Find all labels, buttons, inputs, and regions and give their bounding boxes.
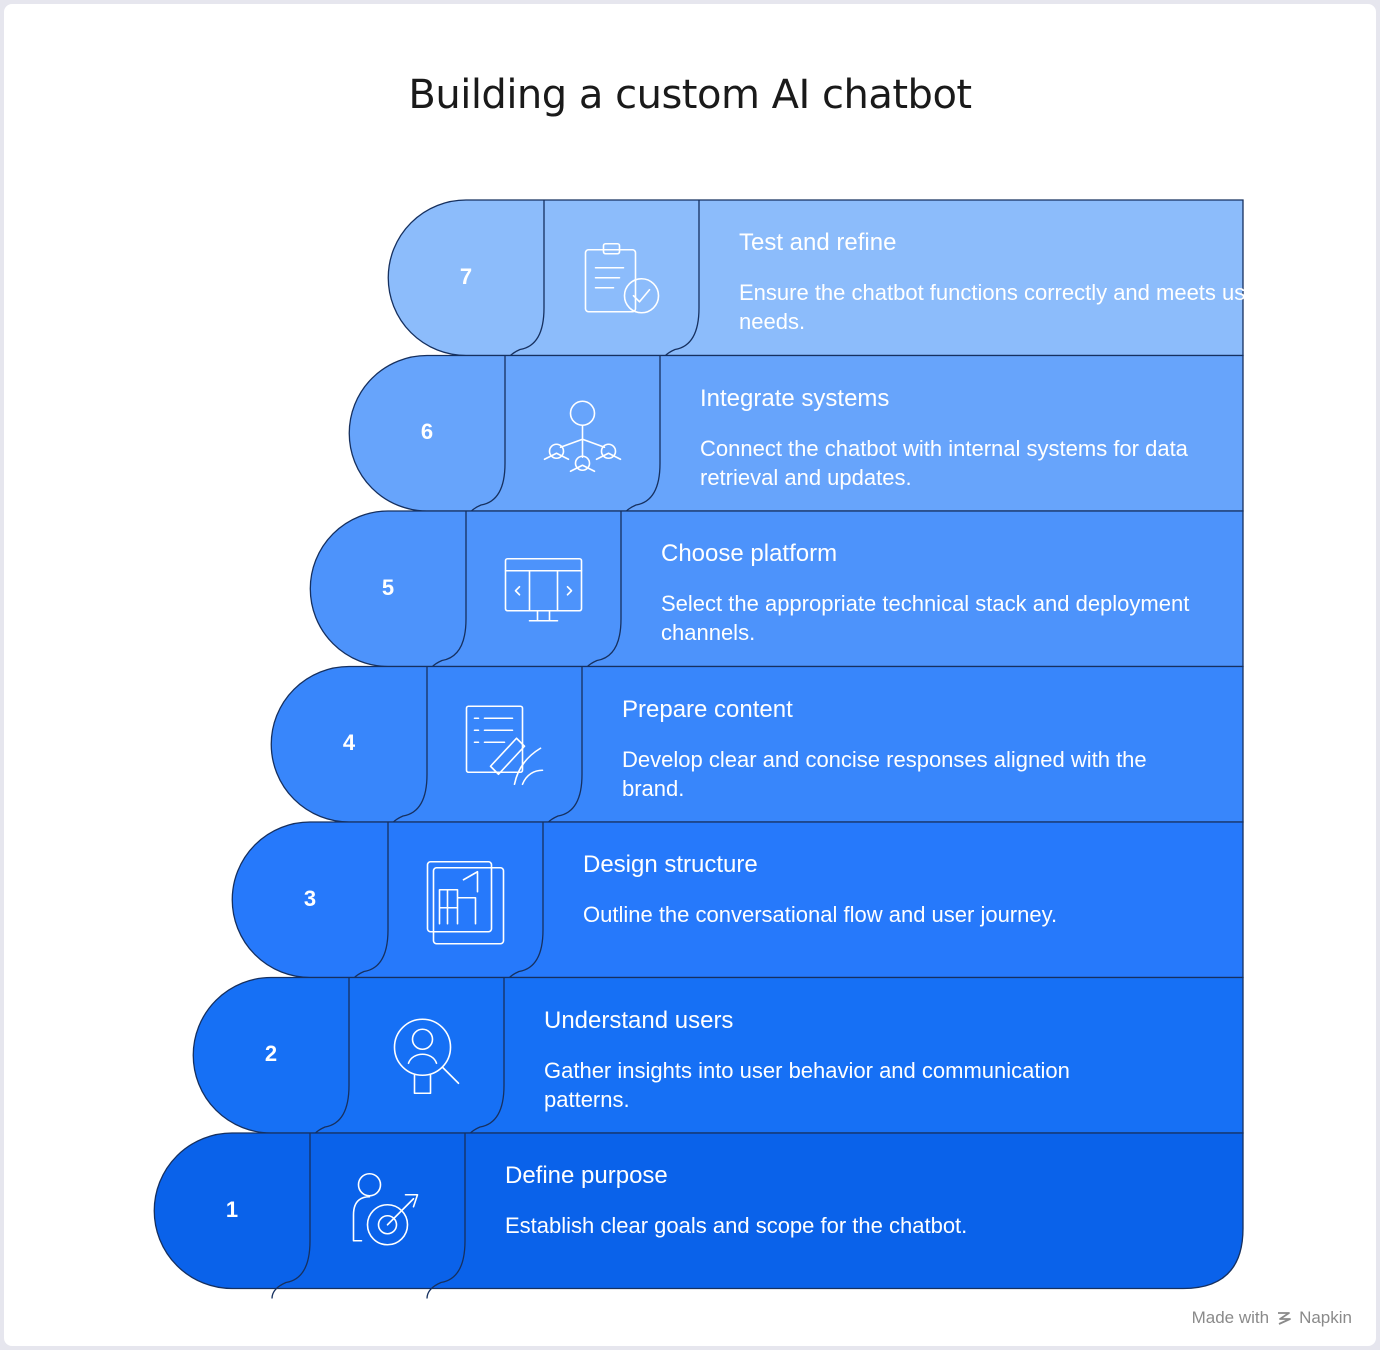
step-band-shape <box>231 821 1244 979</box>
step-number: 4 <box>342 730 356 756</box>
step-band-shape <box>309 510 1244 668</box>
step-band-shape <box>348 354 1244 512</box>
monitor-icon <box>504 557 583 622</box>
step-title: Prepare content <box>622 695 793 723</box>
divider-line <box>271 1133 311 1299</box>
step-band-shape <box>192 976 1244 1134</box>
page-title: Building a custom AI chatbot <box>408 72 972 118</box>
step-description: Outline the conversational flow and user… <box>583 902 1058 927</box>
step-band-1 <box>153 1132 1244 1299</box>
step-number: 6 <box>420 419 434 445</box>
step-band-shape <box>387 199 1244 357</box>
blueprint-icon <box>426 860 505 945</box>
napkin-brand-label: Napkin <box>1299 1308 1352 1327</box>
step-number: 2 <box>264 1041 278 1067</box>
user-search-icon <box>393 1018 460 1095</box>
step-number: 1 <box>225 1196 239 1222</box>
step-band-6 <box>348 354 1244 522</box>
step-title: Design structure <box>583 851 758 878</box>
step-description: Select the appropriate technical stack a… <box>661 591 1190 645</box>
step-title: Understand users <box>544 1006 734 1034</box>
step-description: Connect the chatbot with internal system… <box>700 435 1188 490</box>
clipboard-check-icon <box>584 242 660 314</box>
napkin-logo-icon <box>1278 1312 1291 1325</box>
made-with-footer: Made with Napkin <box>1192 1308 1352 1328</box>
step-title: Integrate systems <box>700 384 890 412</box>
step-title: Define purpose <box>505 1162 668 1189</box>
step-description: Gather insights into user behavior and c… <box>544 1057 1070 1112</box>
target-person-icon <box>352 1172 419 1246</box>
step-title: Test and refine <box>739 229 897 256</box>
made-with-label: Made with <box>1191 1308 1270 1327</box>
step-number: 7 <box>459 263 473 289</box>
step-description: Establish clear goals and scope for the … <box>505 1213 968 1238</box>
step-title: Choose platform <box>661 540 838 567</box>
step-number: 3 <box>303 885 317 911</box>
step-description: Ensure the chatbot functions correctly a… <box>739 280 1265 334</box>
step-band-shape <box>153 1132 1244 1290</box>
network-icon <box>543 400 622 473</box>
step-band-7 <box>387 199 1244 366</box>
step-band-5 <box>309 510 1244 677</box>
step-number: 5 <box>381 574 395 600</box>
step-band-2 <box>192 976 1244 1144</box>
divider-line <box>426 1133 466 1299</box>
document-write-icon <box>465 705 544 786</box>
step-description: Develop clear and concise responses alig… <box>622 746 1147 801</box>
